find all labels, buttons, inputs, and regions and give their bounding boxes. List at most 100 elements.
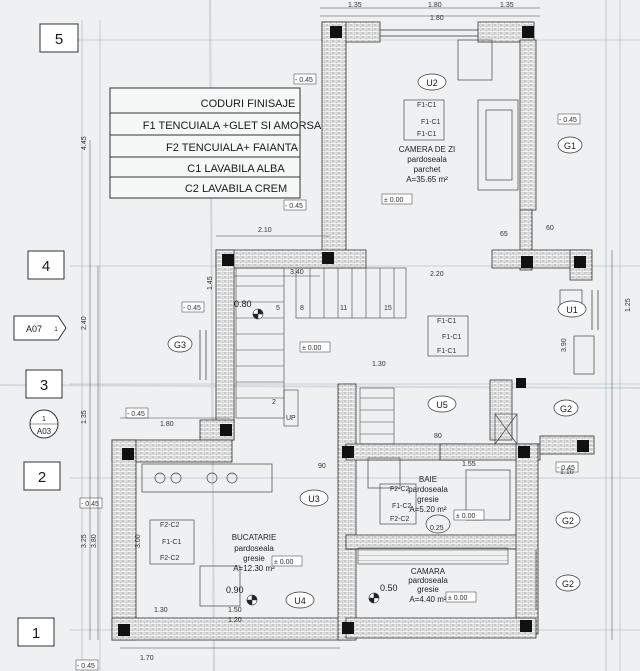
room-bath-name: BAIE bbox=[419, 475, 437, 484]
tag-u4: U4 bbox=[285, 591, 315, 609]
window-openings bbox=[199, 29, 599, 610]
dim-top-1: 1.35 bbox=[348, 2, 362, 9]
tag-g3-label: G3 bbox=[174, 340, 186, 350]
room-kitchen-material: gresie bbox=[243, 554, 265, 563]
dim-1-80: 1.80 bbox=[160, 421, 174, 428]
sill-symbols bbox=[246, 308, 380, 606]
room-kitchen-area: A=12.30 m² bbox=[233, 564, 275, 573]
sill-0-90: 0.90 bbox=[226, 585, 244, 595]
tag-g2-upper-label: G2 bbox=[560, 404, 572, 414]
finish-code-kitchen-center: F1-C1 bbox=[162, 539, 182, 546]
tag-u2-label: U2 bbox=[426, 78, 438, 88]
dim-1-45: 1.45 bbox=[207, 276, 214, 290]
dim-1-35: 1.35 bbox=[81, 410, 88, 424]
legend-title: CODURI FINISAJE bbox=[201, 98, 296, 110]
finish-code-bath-bottom: F2-C2 bbox=[390, 516, 410, 523]
room-living: CAMERA DE ZI pardoseala parchet A=35.65 … bbox=[399, 145, 455, 184]
tag-g2-lower-label: G2 bbox=[562, 579, 574, 589]
level-kitchen: ± 0.00 bbox=[274, 559, 294, 566]
dim-1-55: 1.55 bbox=[462, 461, 476, 468]
room-pantry-finish: pardoseala bbox=[408, 576, 448, 585]
tag-g2-middle-label: G2 bbox=[562, 516, 574, 526]
finish-code-bath-top: F2-C2 bbox=[390, 486, 410, 493]
section-a03-label: A03 bbox=[37, 427, 52, 436]
room-bath-material: gresie bbox=[417, 495, 439, 504]
finish-code-living-center: F1-C1 bbox=[421, 119, 441, 126]
tag-u2: U2 bbox=[417, 73, 447, 91]
dimension-lines bbox=[89, 7, 613, 649]
dim-3-00: 3.00 bbox=[135, 534, 142, 548]
level-bath: ± 0.00 bbox=[456, 513, 476, 520]
axis-label-1: 1 bbox=[32, 625, 40, 642]
section-a07-label: A07 bbox=[26, 324, 42, 334]
dim-1-30-kitchen: 1.30 bbox=[154, 607, 168, 614]
dim-2-20: 2.20 bbox=[430, 271, 444, 278]
axis-marker-2: 2 bbox=[23, 461, 61, 491]
fixtures bbox=[141, 39, 595, 607]
tag-g1-label: G1 bbox=[564, 141, 576, 151]
dim-1-25: 1.25 bbox=[625, 298, 632, 312]
finish-code-hall bbox=[427, 315, 469, 357]
legend-row-f1: F1 TENCUIALA +GLET SI AMORSA bbox=[143, 120, 322, 132]
tag-u5: U5 bbox=[427, 395, 457, 413]
tag-g3: G3 bbox=[167, 335, 193, 353]
dim-3-40: 3.40 bbox=[290, 269, 304, 276]
dim-1-70: 1.70 bbox=[140, 655, 154, 662]
level-ext-1: - 0.45 bbox=[285, 203, 303, 210]
sill-0-80: 0.80 bbox=[234, 299, 252, 309]
room-living-material: parchet bbox=[414, 165, 441, 174]
stair-step-5: 5 bbox=[276, 305, 280, 312]
room-bath-finish: pardoseala bbox=[408, 485, 448, 494]
axis-marker-3: 3 bbox=[25, 369, 63, 399]
finish-code-hall-top: F1-C1 bbox=[437, 318, 457, 325]
finish-legend: CODURI FINISAJE F1 TENCUIALA +GLET SI AM… bbox=[109, 87, 322, 199]
level-ext-6: - 0.45 bbox=[77, 663, 95, 670]
axis-marker-5: 5 bbox=[39, 23, 79, 53]
room-bath: BAIE pardoseala gresie A=5.20 m² bbox=[408, 475, 448, 514]
axis-marker-1: 1 bbox=[17, 617, 55, 647]
stair bbox=[235, 267, 407, 445]
pantry-shelf bbox=[357, 547, 509, 565]
finish-code-living-bottom: F1-C1 bbox=[417, 131, 437, 138]
level-ext-2: - 0.45 bbox=[295, 77, 313, 84]
tag-u1-label: U1 bbox=[566, 305, 578, 315]
tag-u1: U1 bbox=[557, 300, 587, 318]
columns bbox=[118, 26, 589, 636]
dim-60: 60 bbox=[546, 225, 554, 232]
stair-step-2: 2 bbox=[272, 399, 276, 406]
section-a03-num: 1 bbox=[42, 416, 46, 423]
stair-step-11: 11 bbox=[340, 305, 347, 312]
finish-code-living-top: F1-C1 bbox=[417, 102, 437, 109]
room-pantry: CAMARA pardoseala gresie A=4.40 m² bbox=[408, 567, 448, 604]
level-living: ± 0.00 bbox=[384, 197, 404, 204]
finish-code-kitchen bbox=[149, 519, 195, 565]
tag-u5-label: U5 bbox=[436, 400, 448, 410]
legend-row-f2: F2 TENCUIALA+ FAIANTA bbox=[166, 142, 299, 154]
stair-step-8: 8 bbox=[300, 305, 304, 312]
tag-u3-label: U3 bbox=[308, 494, 320, 504]
dim-3-25: 3.25 bbox=[81, 534, 88, 548]
finish-code-hall-bottom: F1-C1 bbox=[437, 348, 457, 355]
finish-code-hall-center: F1-C1 bbox=[442, 334, 462, 341]
stair-step-15: 15 bbox=[384, 305, 392, 312]
dim-top-4: 1.80 bbox=[430, 15, 444, 22]
room-kitchen: BUCATARIE pardoseala gresie A=12.30 m² bbox=[232, 533, 277, 573]
stair-up-label: UP bbox=[286, 415, 296, 422]
finish-code-living bbox=[403, 99, 445, 141]
dim-1-20: 1.20 bbox=[228, 617, 242, 624]
sill-0-50: 0.50 bbox=[380, 583, 398, 593]
room-pantry-material: gresie bbox=[417, 585, 439, 594]
level-hall: ± 0.00 bbox=[302, 345, 322, 352]
section-marker-a03: 1 A03 bbox=[29, 409, 59, 439]
sill-0-25: 0.25 bbox=[430, 525, 444, 532]
level-ext-7: - 0.45 bbox=[559, 117, 577, 124]
dim-1-30: 1.30 bbox=[372, 361, 386, 368]
tag-u4-label: U4 bbox=[294, 596, 306, 606]
room-kitchen-name: BUCATARIE bbox=[232, 533, 277, 542]
tag-g2-lower: G2 bbox=[555, 574, 581, 592]
room-living-area: A=35.65 m² bbox=[406, 175, 448, 184]
legend-row-c2: C2 LAVABILA CREM bbox=[185, 183, 287, 195]
axis-label-3: 3 bbox=[40, 377, 48, 394]
room-living-finish: pardoseala bbox=[407, 155, 447, 164]
